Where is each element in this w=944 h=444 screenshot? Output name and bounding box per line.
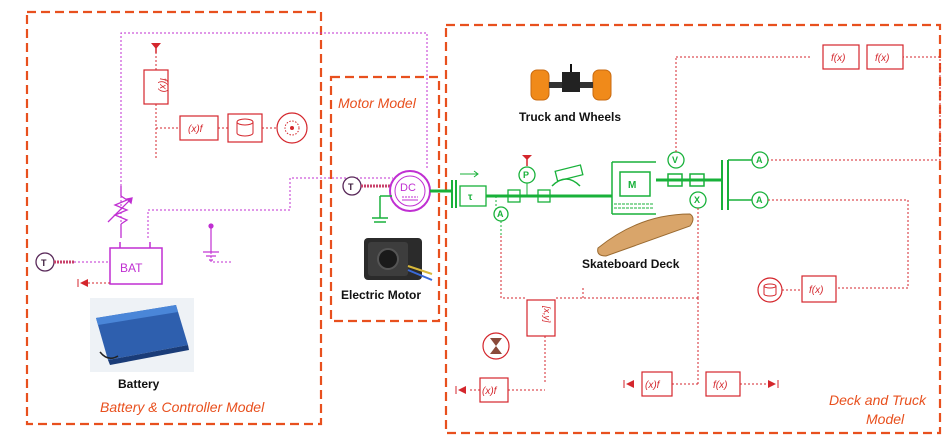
force-source-top: A <box>752 152 768 168</box>
position-sensor-x: X <box>690 192 706 300</box>
mux-block: [x,y] <box>527 300 555 336</box>
deck-mass-block: M <box>612 162 656 214</box>
truck-wheels-image <box>531 64 611 100</box>
force-source-bottom: A <box>752 192 768 208</box>
battery-output-arrow <box>78 279 110 287</box>
fx-top2-label: f(x) <box>875 53 889 64</box>
tau-label: τ <box>468 192 473 203</box>
angular-sensor-a: A <box>494 207 508 236</box>
temp-label-motor: T <box>348 182 354 192</box>
temperature-source-battery: T <box>36 253 110 271</box>
data-store-deck-icon <box>758 278 802 302</box>
fx-middle-label: f(x) <box>809 285 823 296</box>
deck-truck-frame <box>446 25 940 433</box>
throttle-dial-icon <box>277 113 307 143</box>
inverse-fx-bm-label: (x)f <box>645 380 661 391</box>
battery-caption: Battery <box>118 377 160 391</box>
deck-truck-title-line1: Deck and Truck <box>829 392 927 408</box>
fx-top1-label: f(x) <box>831 53 845 64</box>
battery-block: BAT <box>110 242 162 284</box>
electrical-bus-top <box>121 33 427 262</box>
temp-label-battery: T <box>41 258 47 268</box>
sensor-v-label: V <box>672 155 678 165</box>
inverse-fx-bl-label: (x)f <box>482 386 498 397</box>
inverse-fx-block-bottom-left: (x)f <box>456 378 508 402</box>
inverse-fx-block-bottom-mid: (x)f <box>624 372 672 396</box>
inverse-fx-label: (x)f <box>188 124 204 135</box>
electric-motor-caption: Electric Motor <box>341 288 421 302</box>
skateboard-deck-caption: Skateboard Deck <box>582 257 680 271</box>
motor-mount-ground <box>372 196 392 222</box>
temperature-source-motor: T <box>343 177 392 195</box>
mux-label: [x,y] <box>542 305 552 323</box>
fx-block-top-2: f(x) <box>867 45 903 69</box>
power-sensor-p: P <box>519 155 535 196</box>
data-store-icon <box>228 114 262 142</box>
force-top-label: A <box>756 155 763 165</box>
hourglass-icon <box>483 333 509 359</box>
dc-label: DC <box>400 182 416 194</box>
sensor-x-label: X <box>694 195 700 205</box>
fx-block-middle: f(x) <box>802 276 836 302</box>
fx-br-label: f(x) <box>713 380 727 391</box>
bat-label: BAT <box>120 261 143 275</box>
battery-controller-title: Battery & Controller Model <box>100 399 265 415</box>
fx-block-top-1: f(x) <box>823 45 859 69</box>
electric-motor-image <box>364 238 432 280</box>
skateboard-deck-image <box>598 214 693 256</box>
sensor-a-label: A <box>497 209 504 219</box>
velocity-sensor-v: V <box>668 57 684 168</box>
dc-motor-block: DC <box>390 171 430 211</box>
battery-pack-image <box>90 298 194 372</box>
tau-block: τ <box>452 171 486 208</box>
deck-truck-title-line2: Model <box>866 411 905 427</box>
ground-icon <box>203 224 219 260</box>
force-bottom-label: A <box>756 195 763 205</box>
signal-loops-deck <box>468 57 940 390</box>
truck-wheels-caption: Truck and Wheels <box>519 110 621 124</box>
fx-block-vertical: f(x) <box>144 70 168 104</box>
motor-model-title: Motor Model <box>338 95 417 111</box>
inverse-fx-block: (x)f <box>180 116 218 140</box>
signal-chain-battery <box>156 52 276 160</box>
potentiometer-icon <box>108 186 132 238</box>
sensor-p-label: P <box>523 170 529 180</box>
sensor-pin-icon <box>151 43 161 53</box>
fx-vertical-label: f(x) <box>157 78 168 92</box>
mass-label: M <box>628 180 636 191</box>
